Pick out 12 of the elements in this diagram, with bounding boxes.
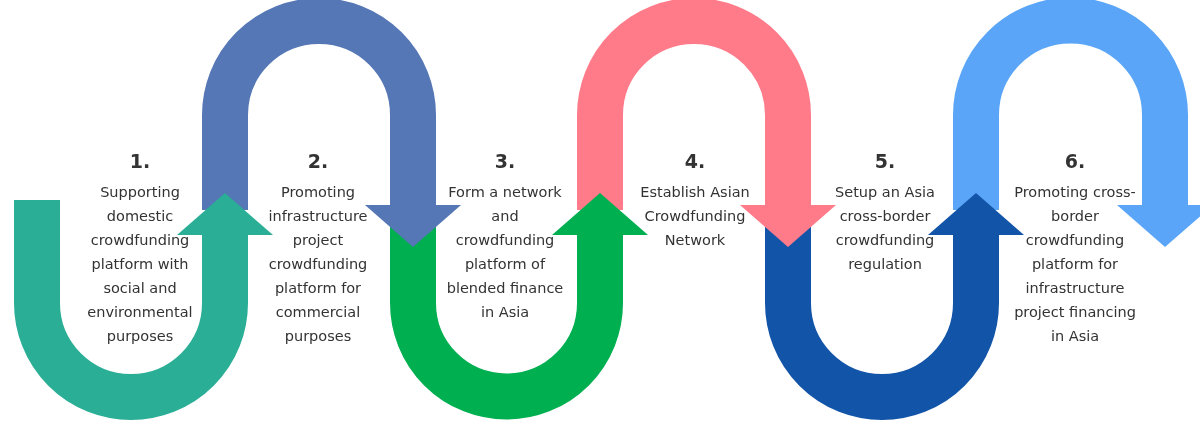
step-description: Establish Asian Crowdfunding Network — [639, 183, 751, 250]
step-description: Supporting domestic crowdfunding platform with social and environmental purposes — [86, 183, 194, 346]
step-number: 3. — [494, 150, 516, 172]
step-description: Setup an Asia cross-border crowdfunding regulation — [834, 183, 936, 274]
step-number: 1. — [129, 150, 151, 172]
step-description: Form a network and crowdfunding platform of blended finance in Asia — [445, 183, 565, 322]
step-number: 2. — [307, 150, 329, 172]
step-number: 5. — [874, 150, 896, 172]
step-description: Promoting cross-border crowdfunding platform for infrastructure project financing in Asia — [1013, 183, 1137, 346]
step-number: 6. — [1064, 150, 1086, 172]
step-description: Promoting infrastructure project crowdfunding platform for commercial purposes — [267, 183, 369, 346]
step-number: 4. — [684, 150, 706, 172]
